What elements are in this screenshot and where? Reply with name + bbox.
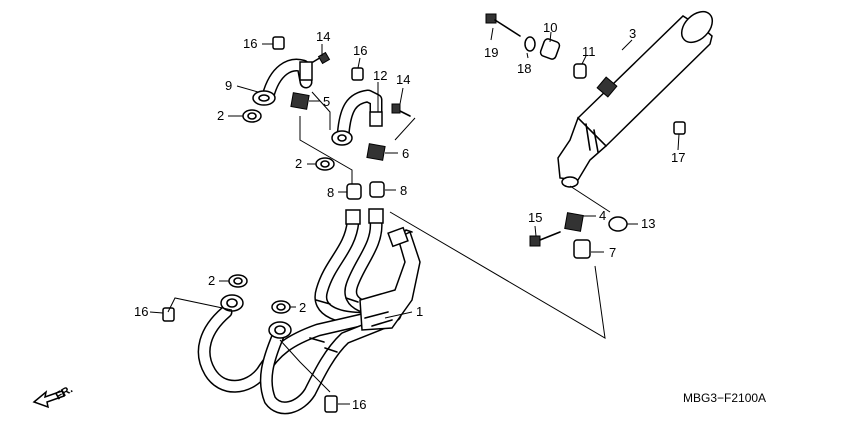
callout-19: 19 — [484, 45, 498, 60]
callout-14: 14 — [316, 29, 330, 44]
hardware — [162, 13, 686, 413]
callout-2: 2 — [295, 156, 302, 171]
callout-7: 7 — [609, 245, 616, 260]
callout-6: 6 — [402, 146, 409, 161]
callout-1: 1 — [416, 304, 423, 319]
callout-4: 4 — [599, 208, 606, 223]
callout-9: 9 — [225, 78, 232, 93]
callout-8: 8 — [400, 183, 407, 198]
callout-11: 11 — [582, 44, 596, 59]
callout-12: 12 — [373, 68, 387, 83]
callout-13: 13 — [641, 216, 655, 231]
callout-2: 2 — [217, 108, 224, 123]
front-direction-arrow-icon: FR. — [32, 383, 75, 409]
link-pipe-12 — [331, 89, 383, 146]
callout-2: 2 — [208, 273, 215, 288]
callout-10: 10 — [543, 20, 557, 35]
callout-5: 5 — [323, 94, 330, 109]
callout-15: 15 — [528, 210, 542, 225]
callout-18: 18 — [517, 61, 531, 76]
direction-label: FR. — [54, 383, 75, 402]
callout-14: 14 — [396, 72, 410, 87]
diagram-code: MBG3−F2100A — [683, 391, 766, 405]
link-pipe-9 — [252, 58, 313, 106]
callout-8: 8 — [327, 185, 334, 200]
callout-16: 16 — [353, 43, 367, 58]
callout-3: 3 — [629, 26, 636, 41]
callout-16: 16 — [243, 36, 257, 51]
muffler — [557, 10, 714, 188]
exhaust-pipe-assembly — [197, 208, 421, 415]
callouts: 16 14 9 2 5 16 12 14 6 2 8 8 19 10 18 11… — [134, 20, 685, 412]
callout-16: 16 — [134, 304, 148, 319]
leader-lines — [149, 27, 680, 405]
callout-17: 17 — [671, 150, 685, 165]
callout-2: 2 — [299, 300, 306, 315]
callout-16: 16 — [352, 397, 366, 412]
